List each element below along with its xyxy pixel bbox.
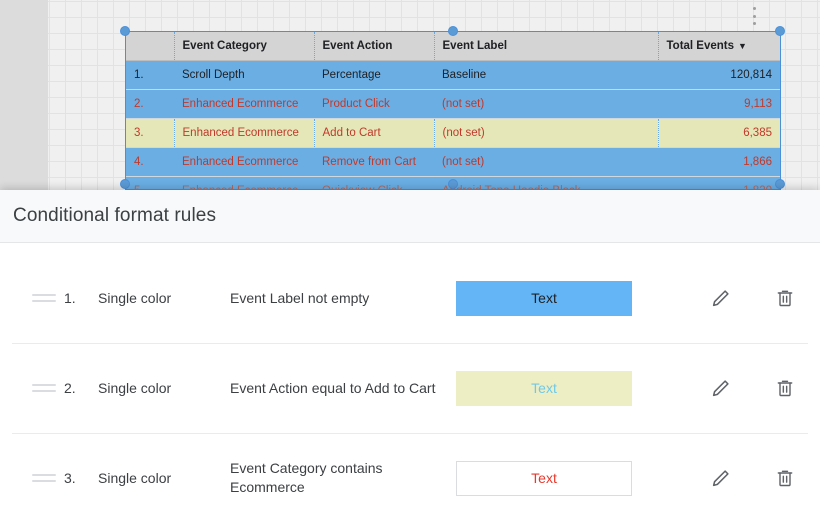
rule-condition: Event Category contains Ecommerce <box>230 460 383 495</box>
drag-handle-icon[interactable] <box>32 474 56 482</box>
rule-actions <box>698 278 808 318</box>
cell-event-label: (not set) <box>434 147 658 177</box>
cell-event-action: Percentage <box>314 60 434 90</box>
trash-icon[interactable] <box>762 278 808 318</box>
rule-row[interactable]: 1. Single color Event Label not empty Te… <box>0 253 820 343</box>
cell-index: 2. <box>126 89 174 119</box>
cell-index: 5. <box>126 176 174 190</box>
rules-list: 1. Single color Event Label not empty Te… <box>0 243 820 523</box>
drag-handle-icon[interactable] <box>32 294 56 302</box>
rule-preview-swatch[interactable]: Text <box>456 280 632 316</box>
trash-icon[interactable] <box>762 458 808 498</box>
sort-desc-caret-icon: ▼ <box>738 40 747 51</box>
cell-total-events: 1,866 <box>658 147 780 177</box>
rule-preview-label: Text <box>531 470 557 486</box>
cell-total-events: 120,814 <box>658 60 780 90</box>
pencil-icon[interactable] <box>698 278 744 318</box>
cell-event-action: Product Click <box>314 89 434 119</box>
cell-index: 4. <box>126 147 174 177</box>
table-header-row: Event Category Event Action Event Label … <box>126 32 780 61</box>
cell-event-action: Quickview Click <box>314 176 434 190</box>
table-row[interactable]: 2. Enhanced Ecommerce Product Click (not… <box>126 89 780 119</box>
resize-handle-bottom-left[interactable] <box>120 179 130 189</box>
report-table: Event Category Event Action Event Label … <box>126 32 780 190</box>
table-row[interactable]: 3. Enhanced Ecommerce Add to Cart (not s… <box>126 118 780 148</box>
cell-index: 3. <box>126 118 174 148</box>
table-row[interactable]: 5. Enhanced Ecommerce Quickview Click An… <box>126 176 780 190</box>
resize-handle-top-center[interactable] <box>448 26 458 36</box>
rule-index: 2. <box>64 380 76 396</box>
dialog-header: Conditional format rules <box>0 190 820 243</box>
cell-event-action: Add to Cart <box>313 118 434 148</box>
rule-condition: Event Action equal to Add to Cart <box>230 379 436 396</box>
table-row[interactable]: 1. Scroll Depth Percentage Baseline 120,… <box>126 60 780 90</box>
resize-handle-top-left[interactable] <box>120 26 130 36</box>
trash-icon[interactable] <box>762 368 808 408</box>
column-header-event-category[interactable]: Event Category <box>174 32 314 61</box>
cell-event-category: Enhanced Ecommerce <box>174 89 314 119</box>
rule-condition: Event Label not empty <box>230 289 370 306</box>
rule-type: Single color <box>98 290 172 306</box>
rule-preview-label: Text <box>531 380 557 396</box>
table-row[interactable]: 4. Enhanced Ecommerce Remove from Cart (… <box>126 147 780 177</box>
cell-event-category: Enhanced Ecommerce <box>174 176 314 190</box>
rule-type: Single color <box>98 470 172 486</box>
cell-total-events: 9,113 <box>658 89 780 119</box>
cell-event-category: Scroll Depth <box>174 60 314 90</box>
rule-actions <box>698 368 808 408</box>
resize-handle-bottom-right[interactable] <box>775 179 785 189</box>
cell-index: 1. <box>126 60 174 90</box>
canvas-left-panel <box>0 0 48 190</box>
resize-handle-bottom-center[interactable] <box>448 179 458 189</box>
conditional-format-rules-dialog: Conditional format rules 1. Single color… <box>0 190 820 524</box>
resize-handle-top-right[interactable] <box>775 26 785 36</box>
cell-event-label: Baseline <box>434 60 658 90</box>
column-header-index[interactable] <box>126 32 175 61</box>
cell-event-category: Enhanced Ecommerce <box>174 147 314 177</box>
rule-row[interactable]: 2. Single color Event Action equal to Ad… <box>0 343 820 433</box>
column-header-total-events-label: Total Events <box>666 39 735 52</box>
column-header-total-events[interactable]: Total Events▼ <box>657 32 780 61</box>
rule-row[interactable]: 3. Single color Event Category contains … <box>0 433 820 523</box>
cell-event-label: Android Tone Hoodie Black <box>434 176 658 190</box>
dialog-title: Conditional format rules <box>13 205 217 226</box>
drag-handle-icon[interactable] <box>32 384 56 392</box>
cell-event-label: (not set) <box>433 118 658 148</box>
pencil-icon[interactable] <box>698 368 744 408</box>
cell-event-category: Enhanced Ecommerce <box>173 118 314 148</box>
cell-event-label: (not set) <box>434 89 658 119</box>
column-header-event-action[interactable]: Event Action <box>313 32 434 61</box>
cell-total-events: 6,385 <box>657 118 780 148</box>
rule-preview-swatch[interactable]: Text <box>456 460 632 496</box>
rule-preview-swatch[interactable]: Text <box>456 370 632 406</box>
rule-index: 1. <box>64 290 76 306</box>
rule-preview-label: Text <box>531 290 557 306</box>
cell-event-action: Remove from Cart <box>314 147 434 177</box>
column-header-event-label[interactable]: Event Label <box>433 32 658 61</box>
rule-actions <box>698 458 808 498</box>
rule-index: 3. <box>64 470 76 486</box>
cell-total-events: 1,820 <box>658 176 780 190</box>
report-table-container[interactable]: Event Category Event Action Event Label … <box>126 32 780 190</box>
more-vert-icon[interactable] <box>749 5 759 27</box>
rule-type: Single color <box>98 380 172 396</box>
pencil-icon[interactable] <box>698 458 744 498</box>
